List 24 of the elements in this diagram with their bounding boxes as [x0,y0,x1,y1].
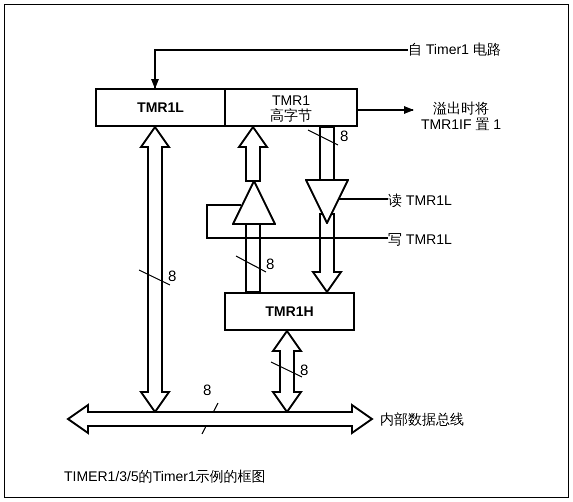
arrow [151,49,408,89]
bus-label: 内部数据总线 [380,410,464,429]
control-label: 读 TMR1L [388,189,478,211]
bus-arrow [311,213,343,294]
signal-label: 溢出时将 TMR1IF 置 1 [413,96,509,136]
bus-arrow [319,126,335,181]
control-label: 写 TMR1L [388,228,478,250]
connector-line [339,198,388,200]
edge-label: 8 [168,268,176,286]
bus-width-label: 8 [203,382,212,400]
edge-label: 8 [300,362,308,380]
bus-arrow [139,125,171,414]
bus-arrow [271,329,303,414]
edge-label: 8 [266,256,274,274]
bus-arrow [237,125,269,182]
register-box: TMR1 高字节 [226,88,358,127]
edge-label: 8 [340,128,348,146]
arrow [358,106,414,114]
signal-label: 自 Timer1 电路 [408,38,558,60]
register-box: TMR1L [95,88,226,127]
bus-arrow [245,223,261,293]
connector-line [206,204,388,239]
register-box: TMR1H [224,292,355,331]
caption: TIMER1/3/5的Timer1示例的框图 [64,467,266,486]
